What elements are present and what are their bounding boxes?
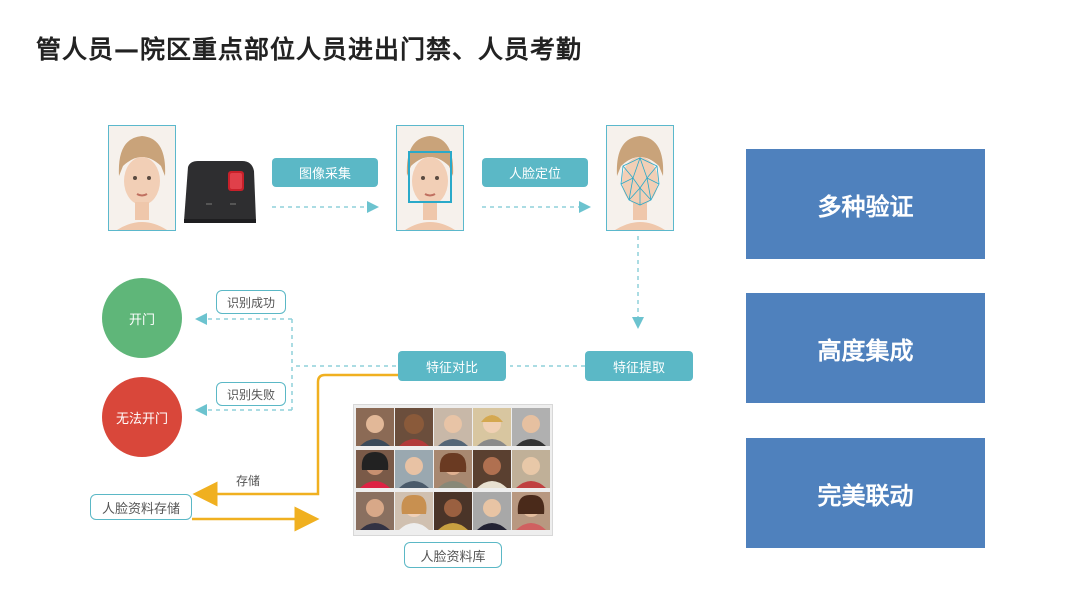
portrait-6 [356,450,394,488]
portrait-7 [395,450,433,488]
feature-box-perfect-linkage: 完美联动 [746,438,985,548]
portrait-1 [356,408,394,446]
step-image-capture: 图像采集 [272,158,378,187]
arrow-store [192,373,398,507]
portrait-5 [512,408,550,446]
face-photo-mesh [606,125,674,231]
portrait-4 [473,408,511,446]
face-photo-located [396,125,464,231]
label-store: 存储 [236,474,261,488]
tag-recognize-fail: 识别失败 [216,382,286,406]
fingerprint-device-icon [180,157,260,227]
feature-box-multi-verify: 多种验证 [746,149,985,259]
portrait-12 [395,492,433,530]
face-database-grid [353,404,553,536]
portrait-11 [356,492,394,530]
portrait-10 [512,450,550,488]
face-photo-original [108,125,176,231]
tag-face-data-store: 人脸资料存储 [90,494,192,520]
result-open-door: 开门 [102,278,182,358]
portrait-15 [512,492,550,530]
step-feature-extract: 特征提取 [585,351,693,381]
result-cannot-open: 无法开门 [102,377,182,457]
page-title: 管人员—院区重点部位人员进出门禁、人员考勤 [36,35,583,64]
portrait-14 [473,492,511,530]
portrait-13 [434,492,472,530]
portrait-8 [434,450,472,488]
tag-recognize-success: 识别成功 [216,290,286,314]
portrait-2 [395,408,433,446]
step-face-locate: 人脸定位 [482,158,588,187]
tag-face-database: 人脸资料库 [404,542,502,568]
step-feature-compare: 特征对比 [398,351,506,381]
portrait-9 [473,450,511,488]
feature-box-high-integration: 高度集成 [746,293,985,403]
portrait-3 [434,408,472,446]
